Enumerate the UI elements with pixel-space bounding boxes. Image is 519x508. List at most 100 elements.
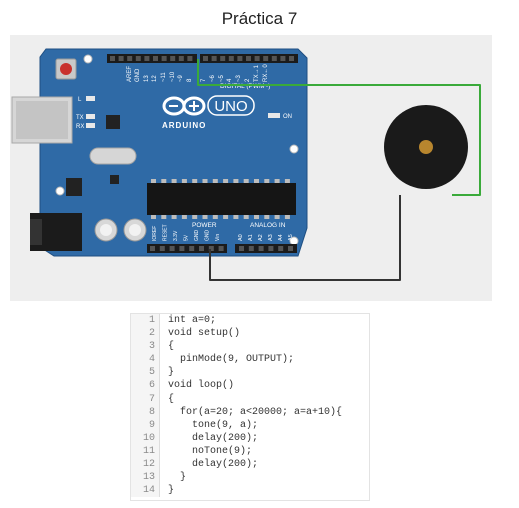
pin-hole (248, 246, 254, 251)
chip-pin (171, 215, 177, 219)
pin-hole (169, 246, 175, 251)
code-text: { (168, 341, 175, 353)
pin-label: ~9 (178, 74, 184, 82)
pin-hole (246, 56, 251, 61)
bottom-pin-holes (150, 246, 293, 251)
chip-pin (233, 215, 239, 219)
code-line: 3{ (131, 340, 369, 354)
chip-pin (161, 215, 167, 219)
code-text: tone(9, a); (168, 419, 259, 431)
chip-pin (274, 215, 280, 219)
code-text: } (168, 472, 187, 484)
uno-badge (207, 95, 255, 116)
ground-wire[interactable] (209, 195, 401, 281)
led-label-l: L (78, 97, 82, 103)
pin-label: AREF (127, 66, 133, 82)
small-chip (110, 175, 119, 184)
chip-pin (192, 179, 198, 183)
line-number: 3 (131, 340, 160, 354)
pin-label: TX→1 (254, 64, 260, 82)
pin-hole (153, 56, 158, 61)
microcontroller-chip (147, 183, 296, 215)
led-rx (86, 123, 95, 128)
buzzer-center (419, 140, 433, 154)
chip-pin (151, 215, 156, 219)
code-line: 4 pinMode(9, OUTPUT); (131, 353, 369, 367)
code-text: } (168, 367, 175, 379)
chip-pin (254, 215, 259, 219)
pin-label: Vin (215, 234, 221, 241)
line-number: 9 (131, 418, 160, 432)
code-line: 13 } (131, 471, 369, 485)
small-chip (106, 115, 120, 129)
pin-label: A2 (258, 234, 264, 241)
chip-pin (223, 179, 229, 183)
code-text: int a=0; (168, 315, 217, 326)
pin-hole (288, 246, 293, 251)
usb-port-inner (16, 101, 68, 139)
chip-pin (202, 215, 208, 219)
pin-hole (118, 56, 124, 61)
chip-pin (254, 179, 259, 183)
code-text: delay(200); (168, 432, 259, 444)
pin-label: ~3 (236, 74, 242, 82)
pin-label: GND (135, 68, 141, 82)
pin-hole (211, 56, 217, 61)
line-number: 13 (131, 471, 160, 485)
chip-pin (212, 179, 218, 183)
digital-header-left (107, 54, 197, 63)
pin-label: A1 (248, 234, 254, 241)
piezo-buzzer[interactable] (384, 105, 468, 189)
pin-hole (258, 246, 264, 251)
pin-hole (278, 246, 284, 251)
code-line: 14} (131, 484, 369, 498)
power-jack-inner (30, 219, 42, 245)
pin-label: ~5 (219, 74, 225, 82)
line-number: 14 (131, 484, 160, 498)
pin-label: 13 (144, 75, 150, 82)
pin-hole (187, 56, 193, 61)
mount-hole (289, 144, 299, 154)
code-text: pinMode(9, OUTPUT); (168, 354, 295, 366)
pin-hole (280, 56, 286, 61)
brand-label: ARDUINO (162, 121, 206, 130)
line-number: 8 (131, 405, 160, 419)
signal-wire[interactable] (197, 59, 481, 196)
mount-hole (83, 54, 93, 64)
pin-hole (159, 246, 165, 251)
pin-hole (127, 56, 133, 61)
code-text: delay(200); (168, 459, 259, 471)
pin-label: 12 (152, 75, 158, 82)
led-label-tx: TX (76, 115, 84, 121)
pin-label: A5 (288, 234, 294, 241)
led-l (86, 96, 95, 101)
pin-hole (268, 246, 274, 251)
chip-pin (284, 215, 290, 219)
mount-hole (55, 186, 65, 196)
pin-hole (228, 56, 234, 61)
chip-pin (202, 179, 208, 183)
reset-button-cap[interactable] (60, 63, 72, 75)
chip-pin (192, 215, 198, 219)
capacitor (94, 218, 118, 242)
pin-label: RESET (163, 224, 169, 241)
pin-label: GND (205, 230, 211, 242)
pin-label: 4 (227, 78, 233, 82)
pin-label: A0 (238, 234, 244, 241)
pin-label: A3 (268, 234, 274, 241)
line-number: 6 (131, 379, 160, 393)
pin-label: RX←0 (263, 64, 269, 82)
pin-hole (208, 246, 214, 251)
led-label-on: ON (283, 114, 292, 120)
chip-pin (181, 215, 187, 219)
code-text: void loop() (168, 380, 235, 392)
power-label: POWER (192, 222, 217, 229)
pin-label: IOREF (152, 226, 158, 241)
code-line: 7{ (131, 392, 369, 406)
analog-header (235, 244, 297, 253)
